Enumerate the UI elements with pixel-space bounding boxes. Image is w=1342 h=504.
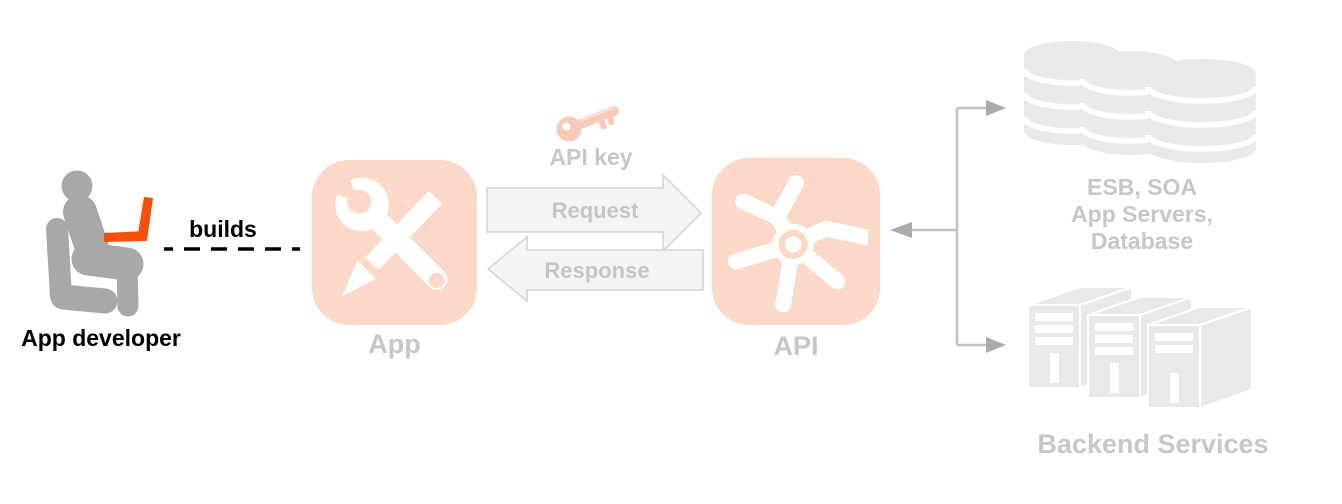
- builds-label: builds: [189, 216, 257, 242]
- esb-label-line2: App Servers,: [1071, 201, 1213, 227]
- wrench-and-pencil-icon: [324, 172, 448, 297]
- gear-icon: [728, 175, 868, 313]
- api-label: API: [773, 331, 819, 361]
- response-label: Response: [544, 258, 650, 283]
- databases-icon: [1021, 41, 1259, 163]
- esb-label-line3: Database: [1090, 228, 1194, 254]
- key-icon: [556, 106, 619, 142]
- developer-icon: [46, 170, 144, 317]
- esb-label-line1: ESB, SOA: [1087, 174, 1197, 200]
- developer-label: App developer: [21, 325, 181, 351]
- api-icon: [712, 158, 880, 325]
- arrowhead-to-servers: [986, 337, 1006, 353]
- response-arrow: [486, 235, 704, 303]
- app-label: App: [368, 329, 421, 359]
- request-label: Request: [551, 198, 639, 223]
- laptop-icon: [104, 197, 153, 242]
- request-arrow: [486, 172, 703, 254]
- app-icon: [312, 160, 477, 325]
- backend-services-label: Backend Services: [1037, 429, 1269, 459]
- arrowhead-to-databases: [986, 100, 1006, 116]
- api-key-label: API key: [549, 144, 633, 170]
- api-backend-connector: [890, 100, 1006, 353]
- esb-label: ESB, SOA App Servers, Database: [1037, 174, 1247, 255]
- arrowhead-to-api: [890, 222, 912, 238]
- backend-servers-icon: [1027, 285, 1253, 410]
